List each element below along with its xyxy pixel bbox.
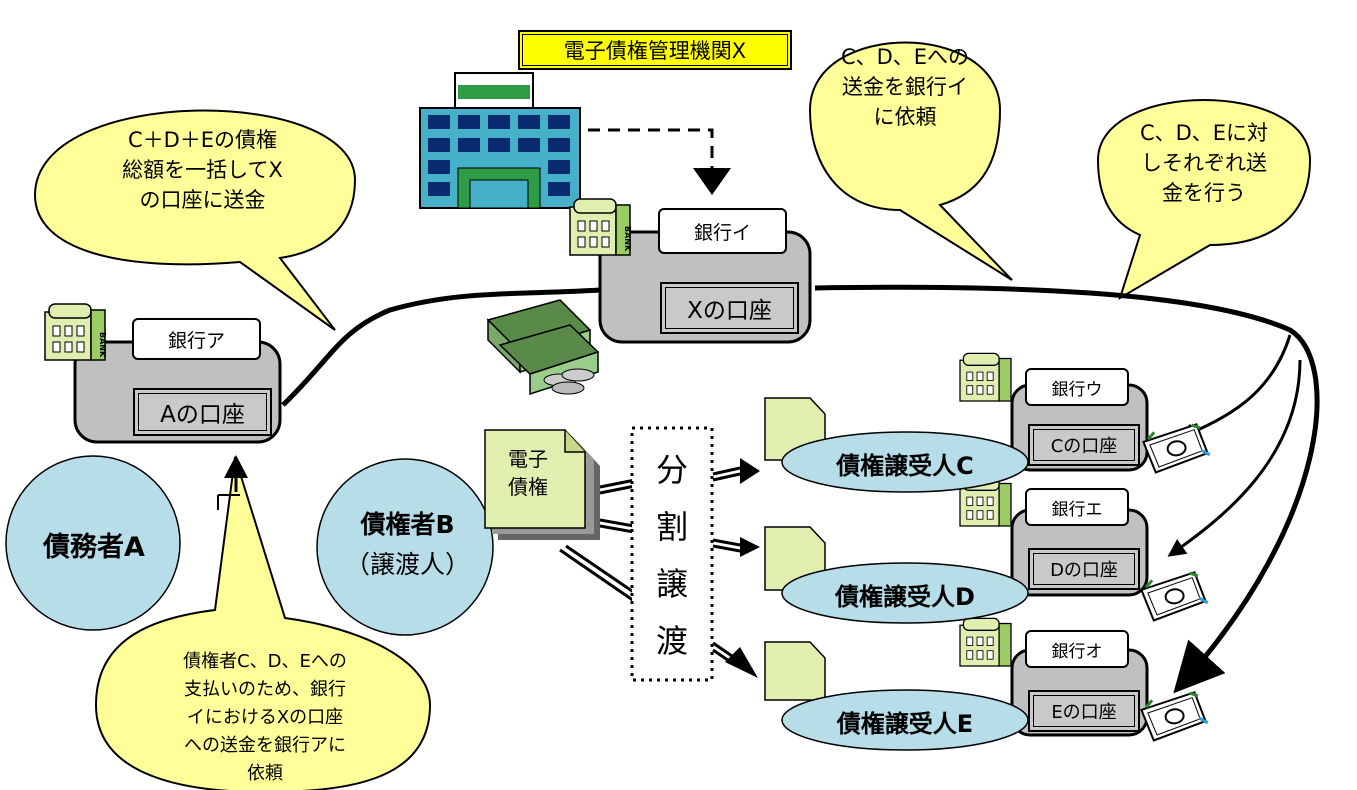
dashed-arrow-head	[693, 168, 731, 195]
up-arrow-head	[224, 455, 248, 478]
bubble-bottom	[94, 456, 432, 790]
flow-x-out	[814, 284, 1320, 694]
bubble-line: C＋D＋Eの債権	[127, 128, 278, 152]
bubble-line: C、D、Eへの	[840, 45, 970, 69]
bubble-top-left	[33, 109, 357, 331]
split-char: 渡	[655, 622, 688, 660]
account-d: Dの口座	[1028, 548, 1140, 590]
document-line: 電子	[508, 447, 548, 471]
document-line: 債権	[508, 475, 548, 499]
bank-badge-a: BANK	[98, 332, 107, 358]
bill-icon-e	[1138, 689, 1211, 744]
flow-x-to-c	[1177, 334, 1292, 441]
bank-name-o: 銀行オ	[1025, 630, 1129, 668]
management-org-text: 電子債権管理機関X	[563, 39, 747, 63]
transferee-e-label: 債権譲受人E	[836, 709, 974, 738]
account-c: Cの口座	[1028, 424, 1140, 466]
split-char: 譲	[655, 565, 688, 603]
bubble-line: 金を行う	[1162, 181, 1246, 205]
creditor-circle	[316, 458, 494, 636]
account-e: Eの口座	[1028, 690, 1140, 732]
split-char: 分	[655, 451, 688, 489]
bank-name-i: 銀行イ	[658, 208, 787, 254]
building-icon	[419, 72, 581, 209]
doc-icon-e	[764, 641, 826, 701]
flow-x-to-d	[1167, 359, 1302, 557]
bubble-line: 送金を銀行イ	[842, 75, 968, 99]
document-label: 電子 債権	[488, 438, 568, 508]
creditor-sub-label: （譲渡人）	[344, 550, 470, 579]
bubble-bottom-text: 債権者C、D、Eへの 支払いのため、銀行 イにおけるXの口座 への送金を銀行アに…	[110, 648, 420, 788]
bank-icon-i	[569, 198, 631, 256]
debtor-circle	[5, 455, 181, 631]
bubble-line: 債権者C、D、Eへの	[183, 651, 347, 672]
bubble-line: 依頼	[247, 763, 283, 784]
bill-icon-d	[1138, 569, 1211, 624]
bubble-top-left-text: C＋D＋Eの債権 総額を一括してX の口座に送金	[60, 125, 345, 215]
bubble-line: 総額を一括してX	[122, 158, 283, 182]
bank-icon-o	[959, 617, 1012, 667]
bubble-top-center-text: C、D、Eへの 送金を銀行イ に依頼	[810, 42, 1000, 132]
management-org-label: 電子債権管理機関X	[518, 30, 792, 70]
bank-badge-i: BANK	[623, 226, 632, 252]
bubble-top-center	[808, 41, 1013, 281]
transferee-d-label: 債権譲受人D	[835, 582, 975, 611]
bank-name-e: 銀行エ	[1025, 488, 1129, 526]
transferee-c-label: 債権譲受人C	[836, 451, 974, 480]
account-x: Xの口座	[660, 282, 799, 334]
bank-icon-a	[44, 303, 106, 361]
split-transfer-label: 分 割 譲 渡	[636, 440, 708, 672]
bubble-line: に依頼	[873, 105, 937, 129]
bank-name-a: 銀行ア	[132, 318, 261, 360]
transferee-d-ellipse	[781, 562, 1029, 624]
split-transfer-box	[630, 426, 714, 682]
bubble-line: への送金を銀行アに	[184, 735, 346, 756]
bubble-line: の口座に送金	[139, 188, 266, 212]
split-char: 割	[655, 508, 688, 546]
bubble-line: イにおけるXの口座	[186, 707, 344, 728]
bubble-line: 支払いのため、銀行	[184, 679, 346, 700]
bank-icon-u	[959, 352, 1012, 402]
flow-a-to-x	[281, 287, 601, 407]
creditor-label: 債権者B	[360, 510, 455, 539]
debtor-label: 債務者A	[43, 531, 145, 563]
dashed-arrow	[588, 128, 714, 168]
account-a: Aの口座	[133, 388, 272, 436]
bubble-line: C、D、Eに対	[1139, 121, 1269, 145]
bubble-line: しそれぞれ送	[1141, 151, 1267, 175]
bubble-top-right-text: C、D、Eに対 しそれぞれ送 金を行う	[1100, 118, 1308, 208]
document-stack-icon	[484, 429, 600, 540]
bank-name-u: 銀行ウ	[1025, 368, 1129, 406]
bubble-top-right	[1096, 99, 1312, 301]
money-pile-icon	[486, 299, 600, 396]
bill-icon-c	[1140, 421, 1213, 476]
